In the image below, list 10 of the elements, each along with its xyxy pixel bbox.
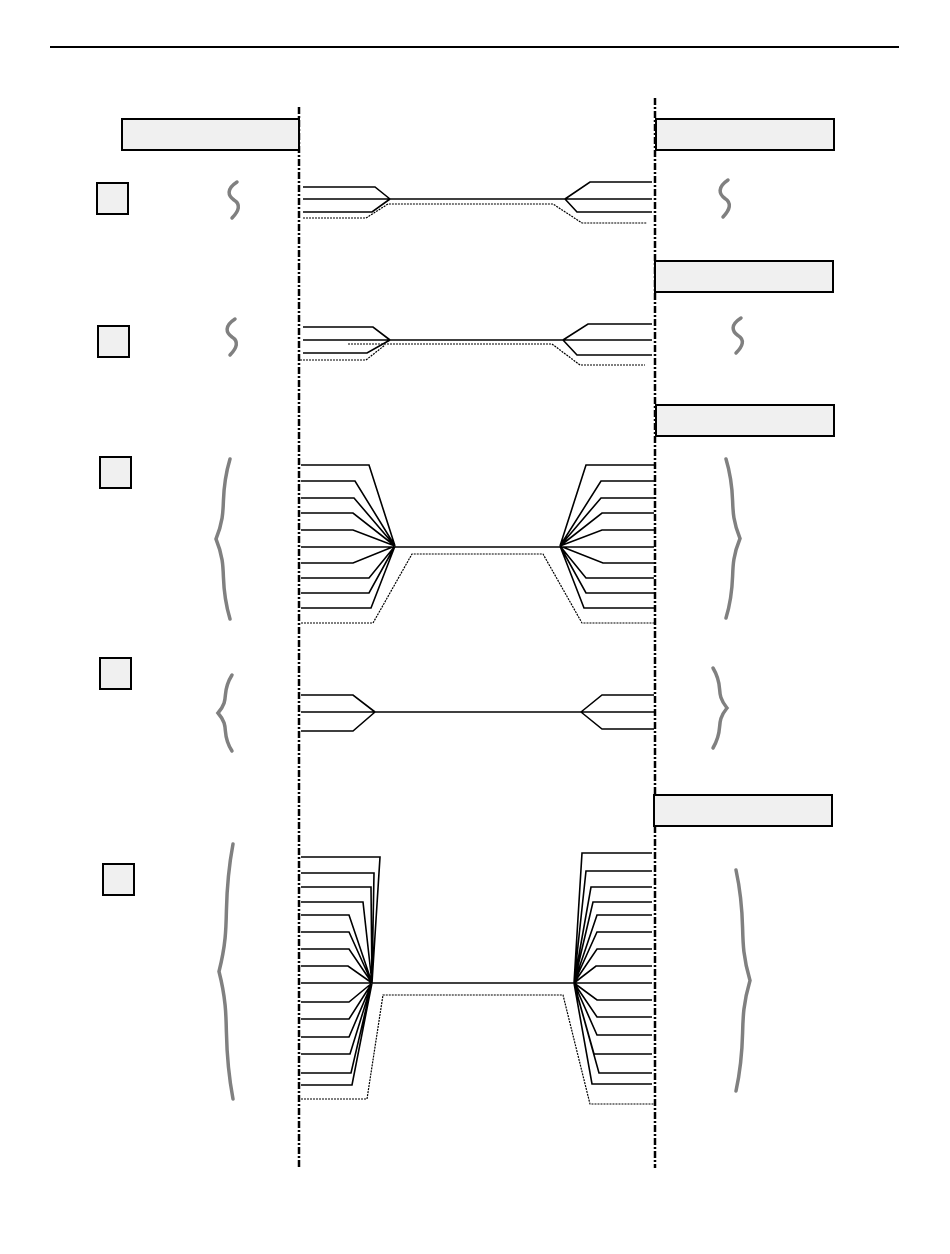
blank-square [99,456,132,489]
blank-square [97,325,130,358]
blank-label-box [121,118,300,151]
blank-label-box [655,118,835,151]
blank-label-box [653,794,833,827]
blank-square [102,863,135,896]
blank-label-box [654,260,834,293]
blank-label-box [655,404,835,437]
blank-square [96,182,129,215]
blank-square [99,657,132,690]
